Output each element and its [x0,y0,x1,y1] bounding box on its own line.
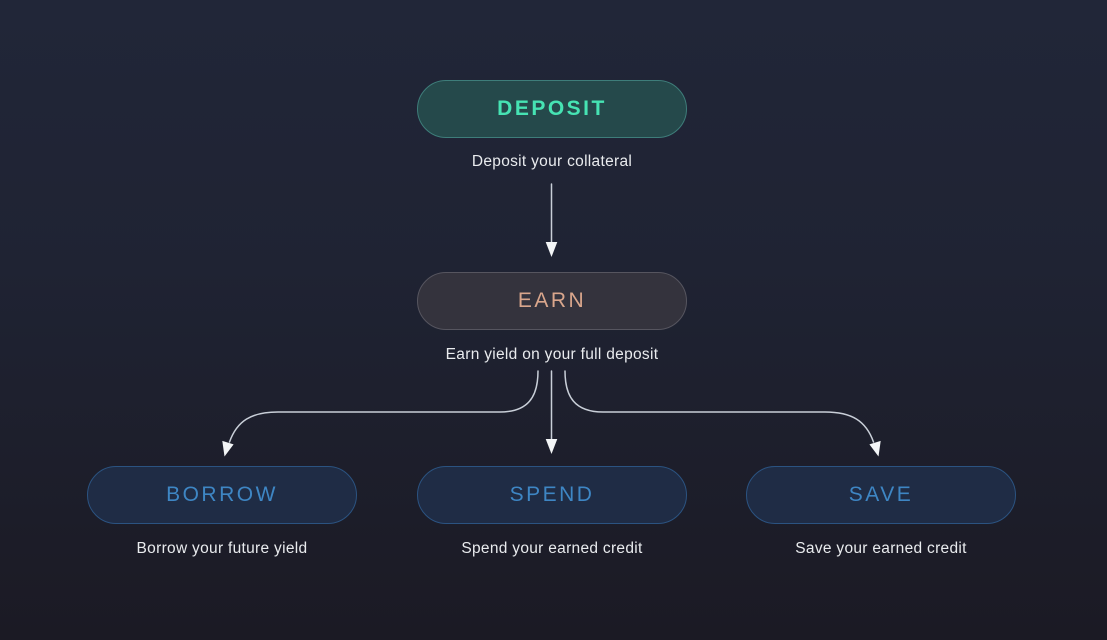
node-deposit-label: DEPOSIT [497,97,607,120]
edge-earn-to-borrow [228,370,539,443]
node-borrow-button[interactable]: BORROW [87,466,357,524]
node-spend-button[interactable]: SPEND [417,466,687,524]
arrowhead-deposit-to-earn [545,242,558,257]
node-save-label: SAVE [848,483,914,506]
node-save-caption: Save your earned credit [795,540,967,557]
node-earn-label: EARN [517,289,587,312]
node-borrow-label: BORROW [166,483,278,506]
arrowhead-earn-to-save [869,440,881,457]
arrowhead-earn-to-borrow [222,440,234,457]
node-earn-button[interactable]: EARN [417,272,687,330]
node-deposit-caption: Deposit your collateral [471,153,633,170]
node-earn-caption: Earn yield on your full deposit [445,346,659,363]
node-borrow-caption: Borrow your future yield [136,540,308,557]
node-spend-label: SPEND [509,483,595,506]
arrowhead-earn-to-spend [545,439,558,454]
node-deposit-button[interactable]: DEPOSIT [417,80,687,138]
node-spend-caption: Spend your earned credit [461,540,643,557]
edge-earn-to-save [564,370,875,443]
node-save-button[interactable]: SAVE [746,466,1016,524]
